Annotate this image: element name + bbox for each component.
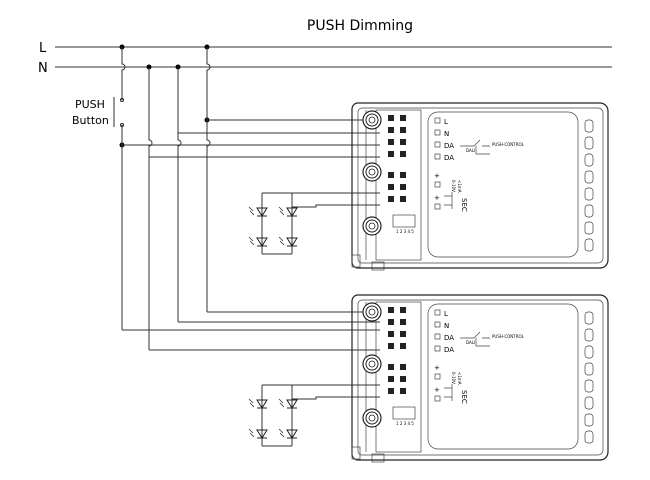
driver-1-feed-wires bbox=[122, 119, 380, 158]
neutral-label: N bbox=[38, 61, 48, 76]
led-group-1 bbox=[248, 192, 380, 255]
line-label: L bbox=[39, 41, 47, 56]
driver-2-terminal-da2: DA bbox=[444, 346, 454, 354]
driver-2-push-label: PUSH-CONTROL bbox=[492, 334, 525, 339]
driver-1-voltage-label: 0-10V bbox=[451, 180, 456, 192]
led-icon bbox=[278, 236, 298, 247]
driver-2-dali-label: DALI bbox=[466, 340, 475, 345]
led-icon bbox=[248, 428, 268, 439]
led-icon bbox=[248, 206, 268, 217]
driver-1-terminal-n: N bbox=[444, 130, 449, 138]
driver-2-terminal-n: N bbox=[444, 322, 449, 330]
push-button-label-line2: Button bbox=[72, 114, 109, 127]
driver-1-push-label: PUSH-CONTROL bbox=[492, 142, 525, 147]
driver-1-terminal-l: L bbox=[444, 118, 448, 126]
led-icon bbox=[248, 398, 268, 409]
driver-1-dali-label: DALI bbox=[466, 148, 475, 153]
driver-1-terminal-da2: DA bbox=[444, 154, 454, 162]
svg-text:+: + bbox=[434, 364, 440, 372]
led-icon bbox=[278, 206, 298, 217]
led-icon bbox=[278, 428, 298, 439]
driver-2-sec-label: SEC bbox=[460, 390, 468, 404]
svg-text:+: + bbox=[434, 172, 440, 180]
driver-2-voltage-label: 0-10V bbox=[451, 372, 456, 384]
led-icon bbox=[278, 398, 298, 409]
vertical-wires bbox=[113, 47, 211, 350]
driver-1: 1 2 3 4 5 L N DA DA DALI PUSH-CONTROL + … bbox=[351, 102, 609, 271]
diagram-title: PUSH Dimming bbox=[307, 18, 413, 34]
svg-text:+: + bbox=[434, 194, 440, 202]
driver-2-terminal-da1: DA bbox=[444, 334, 454, 342]
led-group-2 bbox=[248, 384, 380, 447]
driver-2-terminal-l: L bbox=[444, 310, 448, 318]
driver-2: 1 2 3 4 5 L N DA DA DALI PUSH-CONTROL + … bbox=[351, 294, 609, 463]
driver-2-feed-wires bbox=[122, 311, 380, 351]
push-button-label-line1: PUSH bbox=[75, 98, 105, 111]
driver-1-current-label: <1mA bbox=[457, 180, 462, 193]
led-icon bbox=[248, 236, 268, 247]
driver-2-current-label: <1mA bbox=[457, 372, 462, 385]
driver-1-sec-label: SEC bbox=[460, 198, 468, 212]
driver-1-dip-numbers: 1 2 3 4 5 bbox=[396, 229, 414, 234]
svg-text:+: + bbox=[434, 386, 440, 394]
driver-2-dip-numbers: 1 2 3 4 5 bbox=[396, 421, 414, 426]
driver-1-terminal-da1: DA bbox=[444, 142, 454, 150]
